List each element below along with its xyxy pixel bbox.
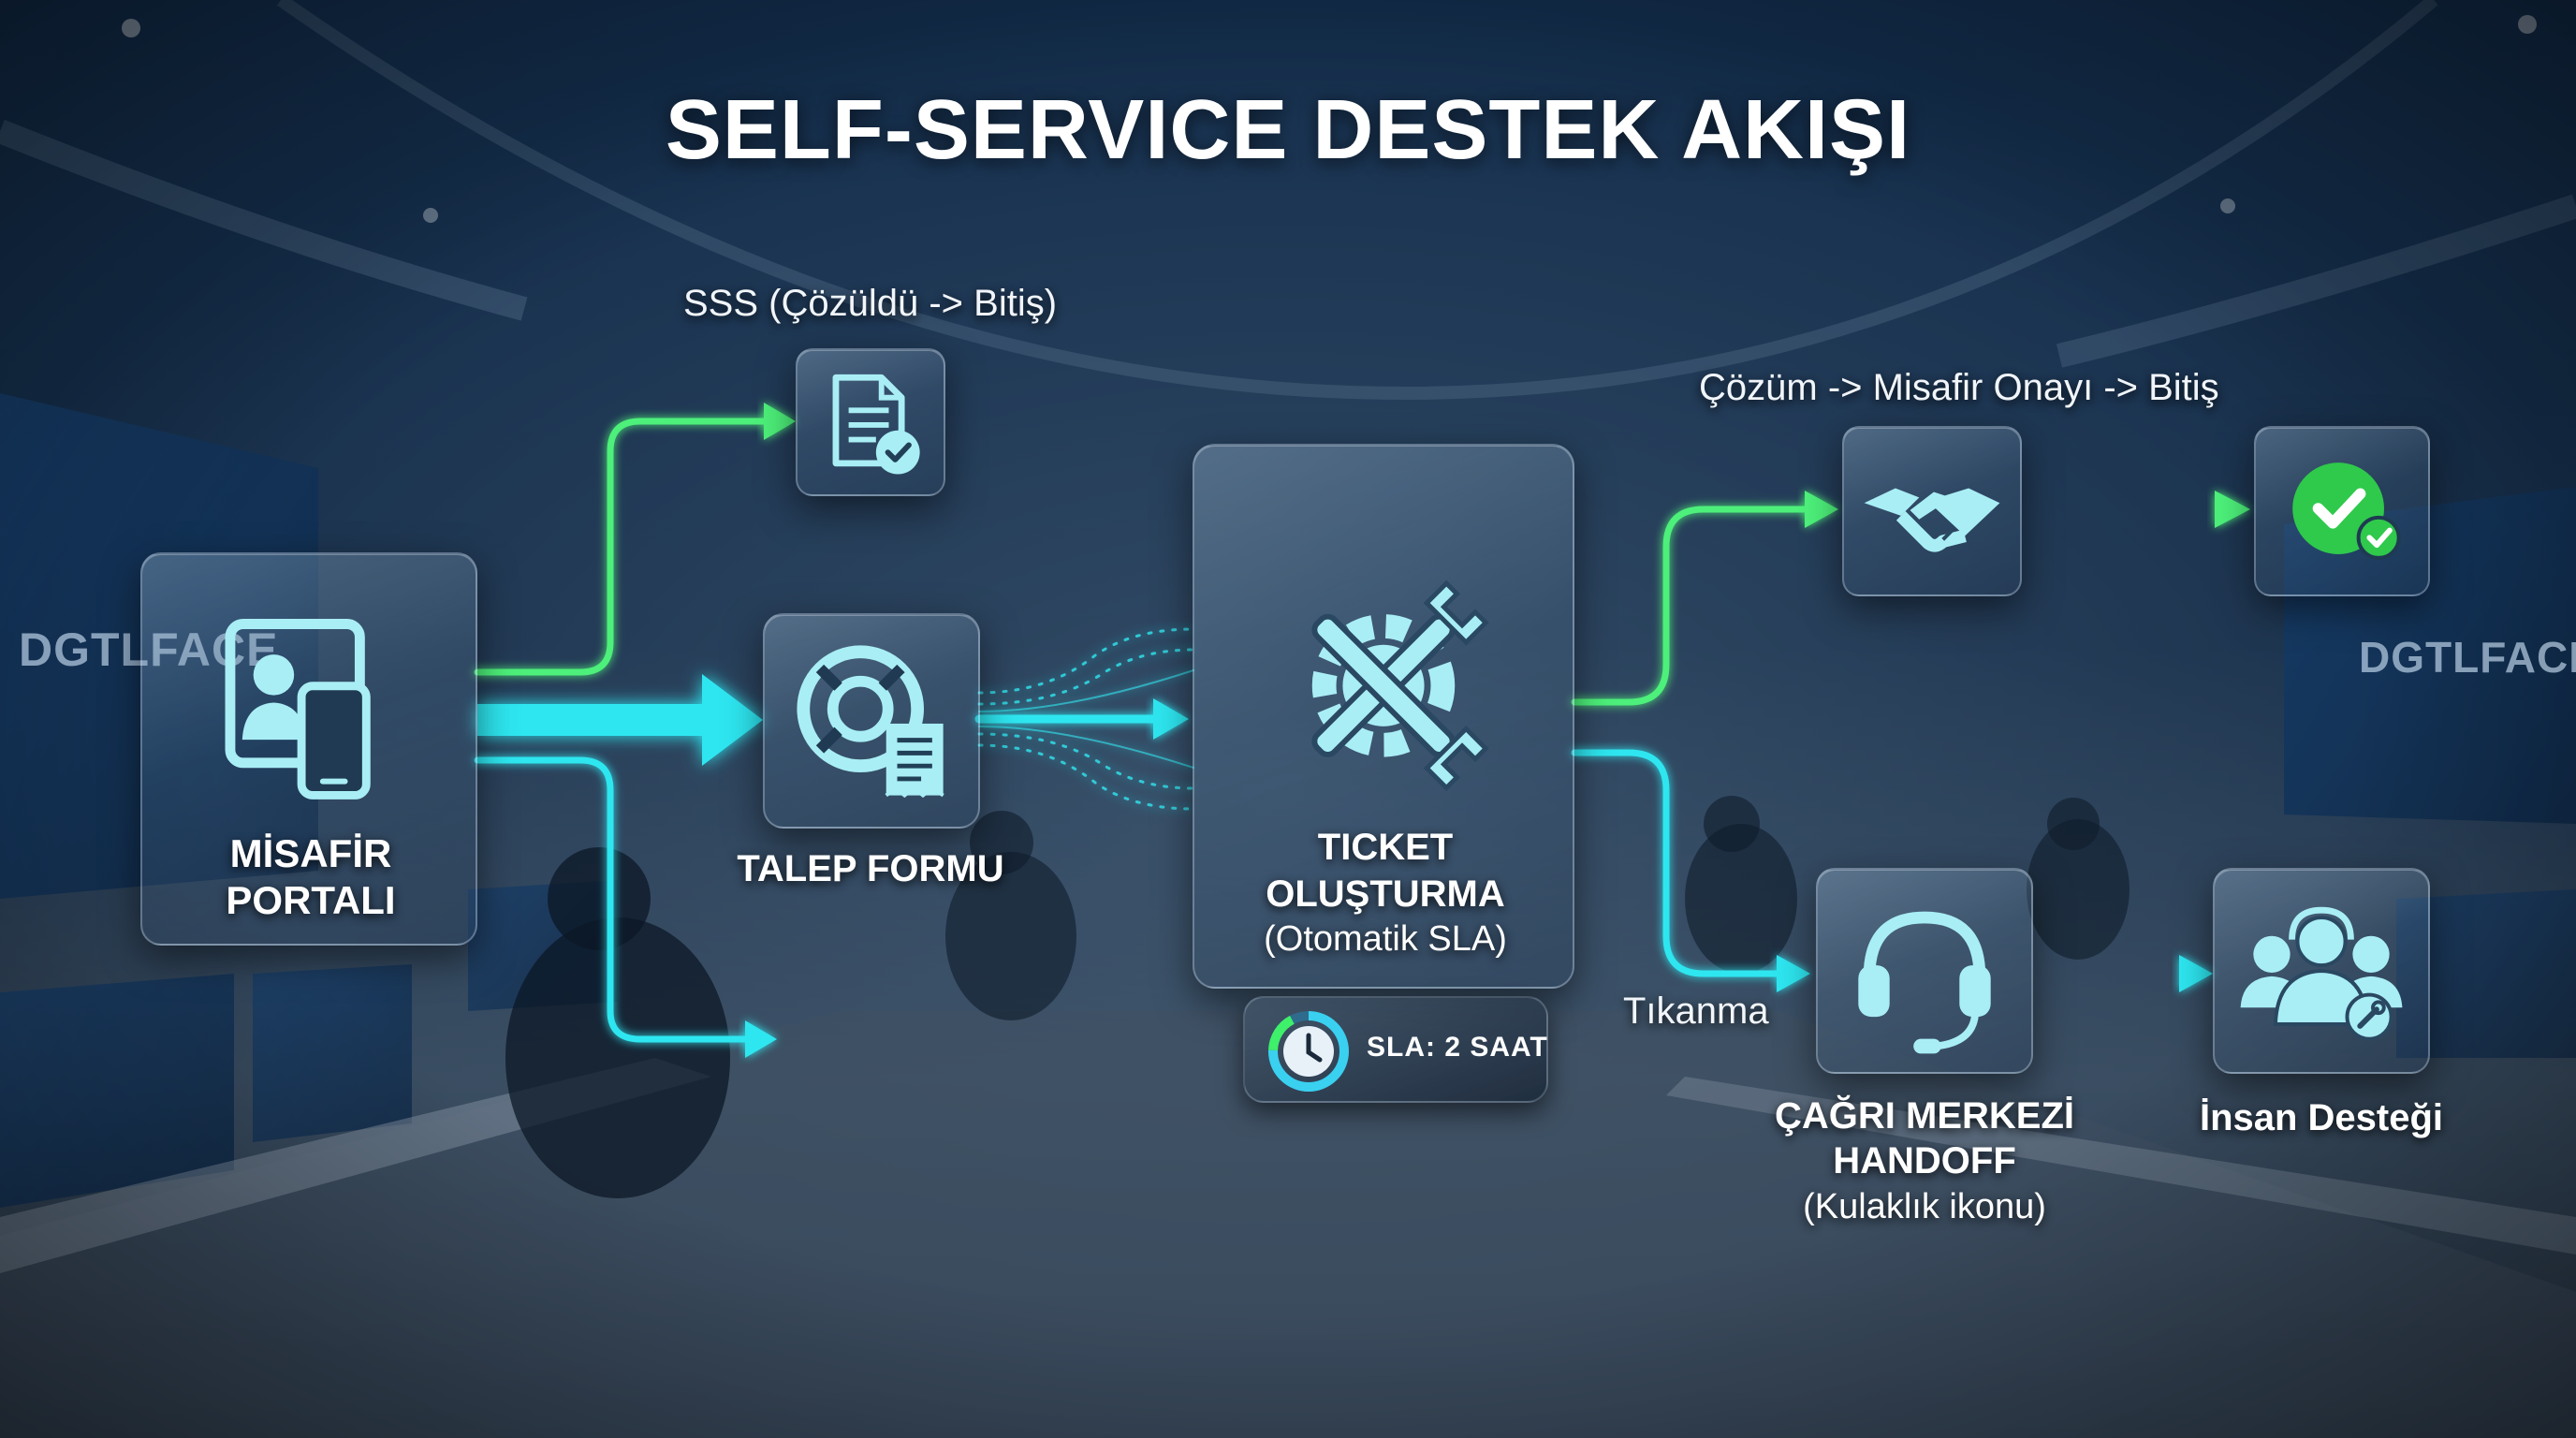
human-support-label: İnsan Desteği: [2199, 1097, 2444, 1138]
call-center-label: ÇAĞRI MERKEZİ HANDOFF: [1775, 1095, 2074, 1181]
request-form-node: [763, 613, 980, 829]
faq-node: [796, 348, 945, 496]
ticket-label: TICKET OLUŞTURMA: [1266, 827, 1505, 915]
call-center-sublabel: (Kulaklık ikonu): [1803, 1187, 2046, 1226]
tools-gear-icon: [1311, 580, 1489, 792]
clock-ring-icon: [1268, 1011, 1349, 1092]
request-form-label: TALEP FORMU: [737, 848, 1004, 889]
resolution-label: Çözüm -> Misafir Onayı -> Bitiş: [1699, 367, 2219, 408]
sla-label: SLA: 2 SAAT: [1367, 1032, 1548, 1063]
page-title: SELF-SERVICE DESTEK AKIŞI: [665, 83, 1911, 177]
lifebuoy-form-icon: [797, 645, 944, 799]
headset-icon: [1858, 911, 1991, 1054]
portal-icon: [225, 619, 371, 800]
blockage-label: Tıkanma: [1623, 990, 1769, 1032]
document-check-icon: [832, 374, 920, 475]
sla-badge: SLA: 2 SAAT: [1243, 996, 1548, 1103]
support-team-icon: [2240, 906, 2403, 1041]
call-center-node: [1816, 868, 2033, 1074]
guest-portal-label: MİSAFİR PORTALI: [226, 831, 396, 922]
brand-watermark-right: DGTLFACE: [2359, 633, 2576, 682]
resolution-node: [1842, 426, 2022, 596]
faq-label: SSS (Çözüldü -> Bitiş): [683, 283, 1058, 324]
check-circle-icon: [2292, 462, 2401, 560]
ticket-node: TICKET OLUŞTURMA (Otomatik SLA): [1193, 444, 1574, 989]
done-node: [2254, 426, 2430, 596]
guest-portal-node: MİSAFİR PORTALI: [140, 552, 477, 946]
ticket-sublabel: (Otomatik SLA): [1264, 919, 1507, 959]
human-support-node: [2213, 868, 2430, 1074]
handshake-icon: [1864, 488, 2000, 552]
